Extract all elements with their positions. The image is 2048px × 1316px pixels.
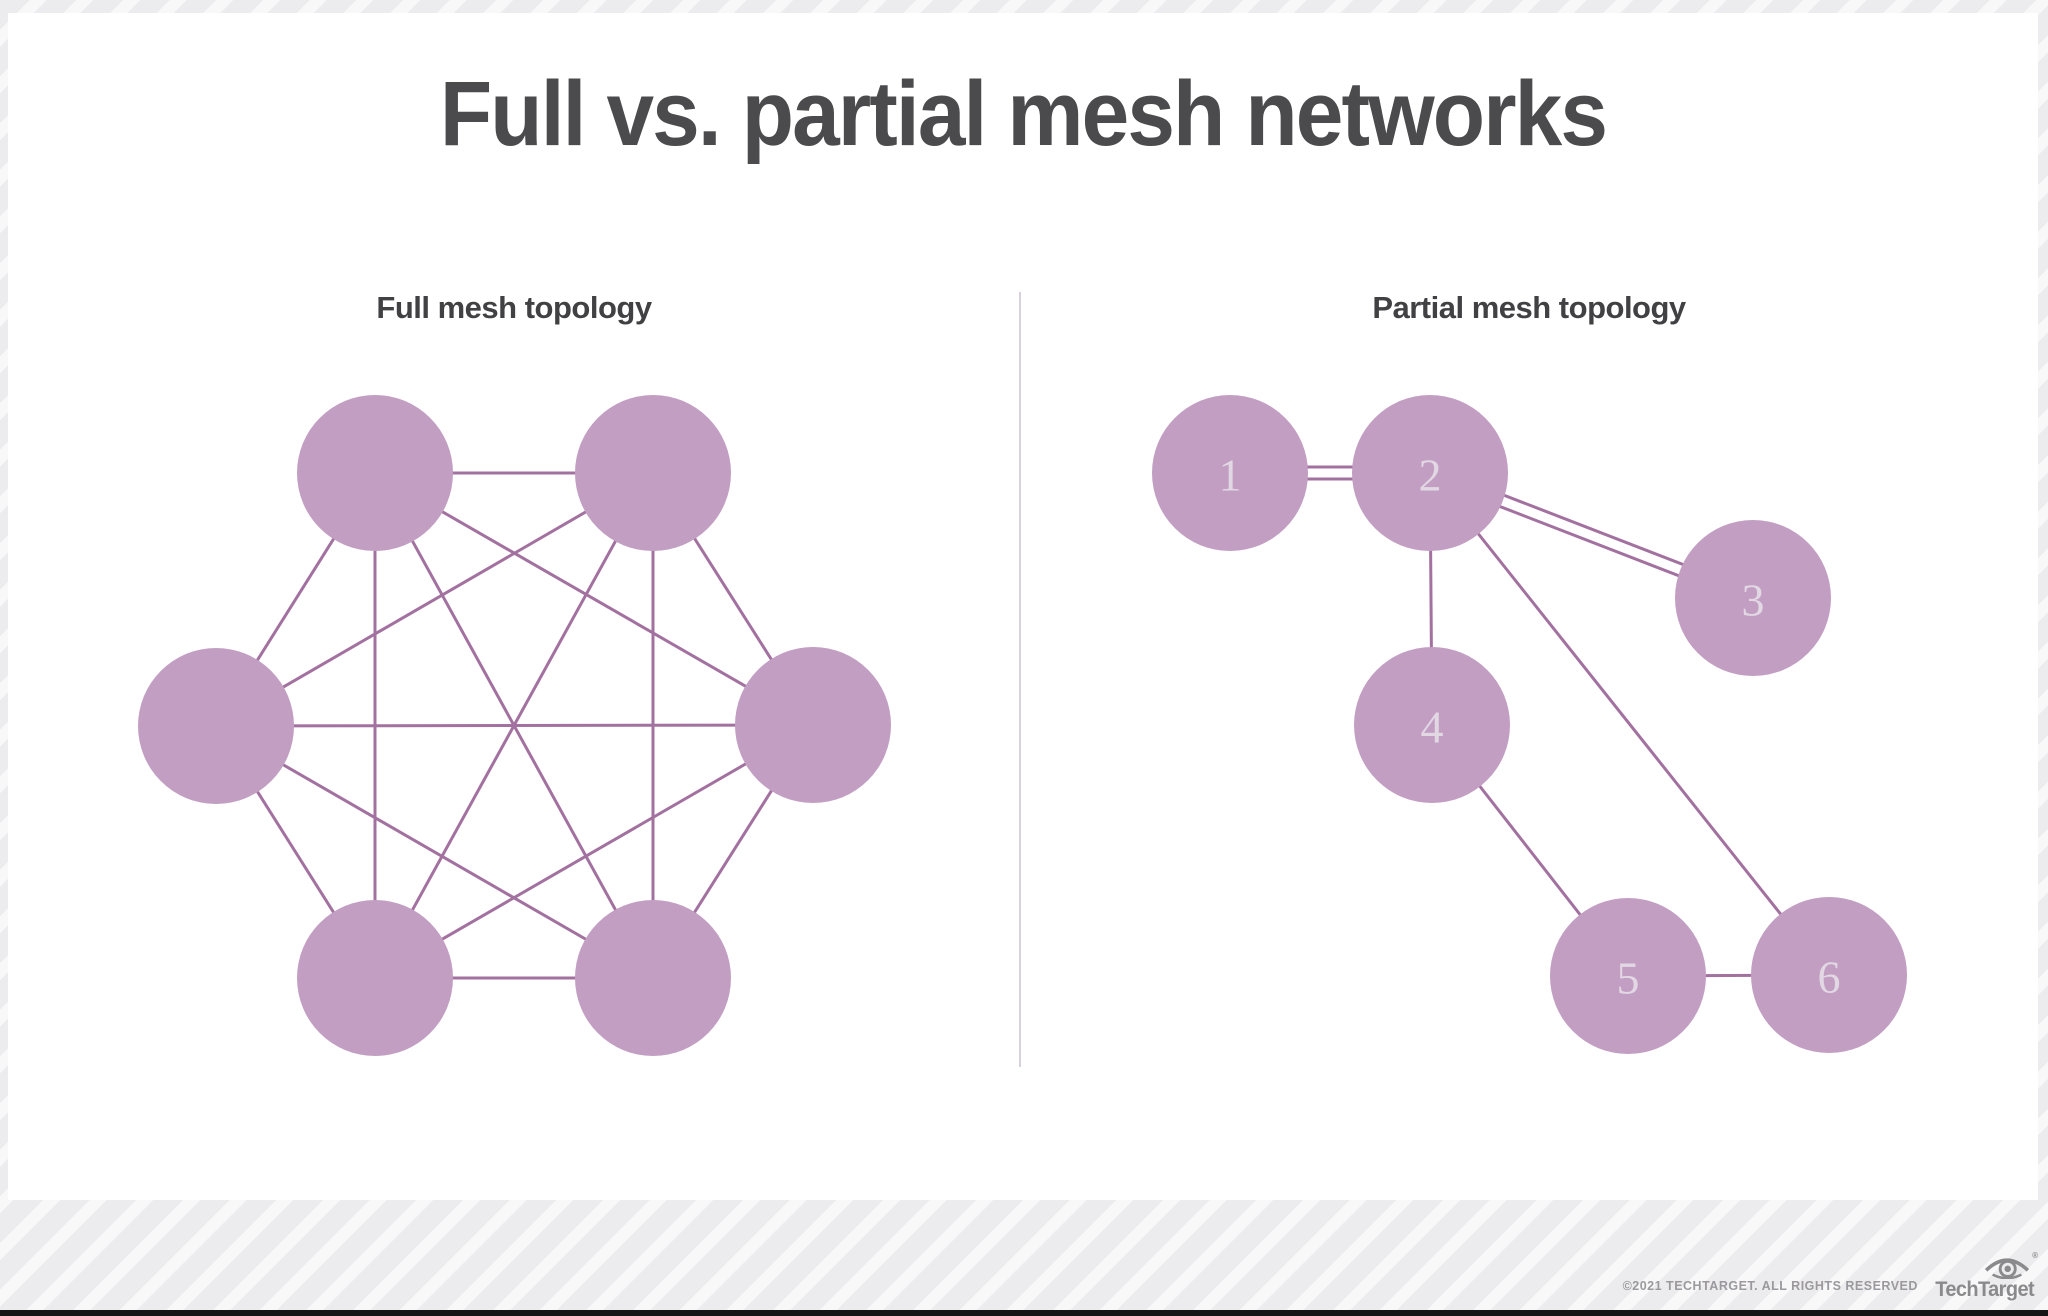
mesh-node [1354,647,1510,803]
mesh-node [575,900,731,1056]
mesh-node [1352,395,1508,551]
mesh-edge [215,471,654,728]
mesh-edge [1428,472,1831,976]
node-label: 5 [1617,953,1640,1004]
node-label: 3 [1742,575,1765,626]
mesh-edge [215,723,814,728]
node-label: 1 [1219,450,1242,501]
mesh-node [1675,520,1831,676]
mesh-node [1152,395,1308,551]
eye-icon [1984,1258,2030,1279]
page-title: Full vs. partial mesh networks [439,63,1608,165]
mesh-edge [374,471,814,727]
full-mesh-diagram [138,395,891,1056]
mesh-node [138,648,294,804]
node-label: 4 [1421,702,1444,753]
techtarget-logo: ® TechTarget [1930,1251,2038,1301]
mesh-node [1550,898,1706,1054]
brand-wordmark: TechTarget [1935,1278,2034,1301]
mesh-node [297,395,453,551]
copyright-text: ©2021 TECHTARGET. ALL RIGHTS RESERVED [1622,1279,1918,1293]
mesh-edge [215,724,654,980]
partial-mesh-diagram: 1 2 3 4 5 6 [1152,395,1907,1054]
panel-divider [1019,292,1021,1067]
mesh-edge [374,723,814,980]
partial-mesh-heading: Partial mesh topology [1372,290,1686,325]
mesh-node [575,395,731,551]
node-label: 6 [1818,952,1841,1003]
mesh-node [1751,897,1907,1053]
full-mesh-heading: Full mesh topology [376,290,652,325]
registered-mark: ® [2032,1251,2038,1260]
bottom-bar [0,1310,2048,1316]
mesh-node [297,900,453,1056]
footer: ©2021 TECHTARGET. ALL RIGHTS RESERVED ® … [8,1240,2038,1301]
node-label: 2 [1419,450,1442,501]
mesh-node [735,647,891,803]
